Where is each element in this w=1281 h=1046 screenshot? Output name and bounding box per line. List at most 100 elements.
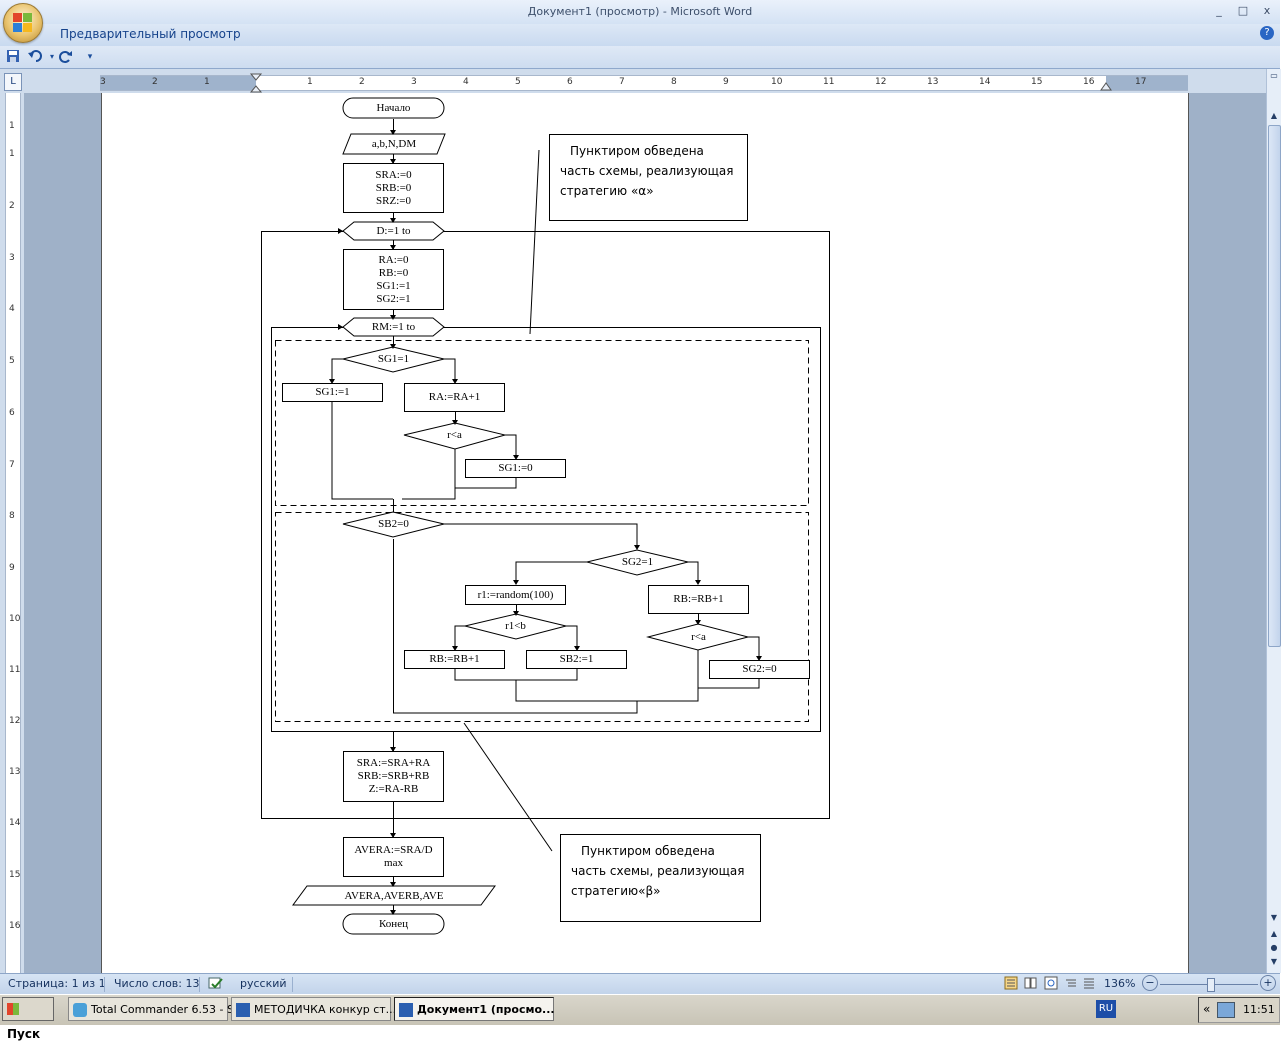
sg1-zero-block: SG1:=0 xyxy=(465,459,566,478)
sums-line: Z:=RA-RB xyxy=(368,783,419,795)
close-button[interactable]: x xyxy=(1263,4,1271,17)
ruler-label: 9 xyxy=(723,77,729,87)
ruler-label: 3 xyxy=(9,253,15,263)
task-metodichka[interactable]: МЕТОДИЧКА конкур ст... xyxy=(231,997,396,1021)
start-button[interactable]: Пуск xyxy=(2,997,54,1041)
ruler-label: 14 xyxy=(979,77,991,87)
init1-line: SRA:=0 xyxy=(375,168,412,181)
minimize-button[interactable]: _ xyxy=(1216,4,1222,17)
taskbar: Пуск Total Commander 6.53 - S... МЕТОДИЧ… xyxy=(0,994,1280,1041)
init2-line: SG1:=1 xyxy=(376,279,411,292)
task-total-commander[interactable]: Total Commander 6.53 - S... xyxy=(68,997,244,1021)
note-beta-line: часть схемы, реализующая xyxy=(571,864,745,878)
tab-selector-button[interactable]: L xyxy=(4,73,22,91)
save-icon[interactable] xyxy=(5,49,21,65)
tab-print-preview[interactable]: Предварительный просмотр xyxy=(60,27,241,41)
ruler-label: 14 xyxy=(9,818,21,828)
ra-increment-block: RA:=RA+1 xyxy=(404,383,505,412)
loop-d-label: D:=1 to xyxy=(376,224,411,237)
web-layout-icon[interactable] xyxy=(1044,976,1058,993)
total-commander-icon xyxy=(73,1003,87,1017)
note-beta-line: стратегию«β» xyxy=(571,884,661,898)
note-beta-line: Пунктиром обведена xyxy=(581,844,715,858)
init2-line: RA:=0 xyxy=(378,253,409,266)
task-document1[interactable]: Документ1 (просмо... xyxy=(394,997,555,1021)
network-icon[interactable] xyxy=(1217,1002,1235,1018)
cond-sg2-label: SG2=1 xyxy=(621,555,654,568)
system-tray: « 11:51 xyxy=(1198,997,1280,1023)
note-alpha-line: стратегию «α» xyxy=(560,184,654,198)
init-block-2: RA:=0 RB:=0 SG1:=1 SG2:=1 xyxy=(343,249,444,310)
view-ruler-toggle-icon[interactable]: ▭ xyxy=(1270,71,1278,80)
ruler-label: 3 xyxy=(100,77,106,87)
next-page-icon[interactable]: ▼ xyxy=(1270,957,1278,966)
note-alpha-line: Пунктиром обведена xyxy=(570,144,704,158)
input-label: a,b,N,DM xyxy=(371,137,417,150)
zoom-out-button[interactable]: − xyxy=(1142,975,1158,991)
rb-increment-left-block: RB:=RB+1 xyxy=(404,650,505,669)
page-count[interactable]: Страница: 1 из 1 xyxy=(8,977,106,990)
ruler-label: 6 xyxy=(9,408,15,418)
scroll-up-icon[interactable]: ▲ xyxy=(1270,111,1278,120)
maximize-button[interactable]: □ xyxy=(1237,4,1249,17)
select-browse-object-icon[interactable]: ● xyxy=(1270,943,1278,952)
loop-rm-shape xyxy=(342,317,445,337)
help-icon[interactable]: ? xyxy=(1260,26,1274,40)
ruler-label: 13 xyxy=(927,77,939,87)
proofing-icon[interactable] xyxy=(208,977,224,994)
ruler-label: 16 xyxy=(1083,77,1095,87)
right-indent-marker-icon[interactable] xyxy=(1100,79,1112,91)
print-layout-view-icon[interactable] xyxy=(1004,976,1018,993)
init1-line: SRZ:=0 xyxy=(376,194,411,207)
full-screen-reading-icon[interactable] xyxy=(1024,976,1038,993)
word-count[interactable]: Число слов: 13 xyxy=(114,977,200,990)
undo-icon[interactable] xyxy=(27,49,43,65)
previous-page-icon[interactable]: ▲ xyxy=(1270,929,1278,938)
show-hidden-icons-button[interactable]: « xyxy=(1203,1002,1211,1016)
language-indicator[interactable]: русский xyxy=(240,977,287,990)
vertical-scrollbar[interactable]: ▭ ▲ ▼ ▲ ● ▼ xyxy=(1266,69,1281,973)
ruler-label: 9 xyxy=(9,563,15,573)
zoom-level[interactable]: 136% xyxy=(1104,977,1136,990)
word-document-icon xyxy=(236,1003,250,1017)
indent-marker-icon[interactable] xyxy=(249,73,263,93)
r1-random-block: r1:=random(100) xyxy=(465,585,566,605)
office-button[interactable] xyxy=(3,3,43,43)
document-page: Начало a,b,N,DM SRA:=0 SRB:=0 SRZ:=0 D:=… xyxy=(101,93,1189,973)
average-block: AVERA:=SRA/D max xyxy=(343,837,444,877)
scroll-down-icon[interactable]: ▼ xyxy=(1270,913,1278,922)
outline-view-icon[interactable] xyxy=(1064,976,1078,993)
ruler-label: 7 xyxy=(9,460,15,470)
note-beta: Пунктиром обведена часть схемы, реализую… xyxy=(560,834,761,922)
task-label: МЕТОДИЧКА конкур ст... xyxy=(254,1003,397,1016)
init1-line: SRB:=0 xyxy=(375,181,412,194)
undo-dropdown-icon[interactable]: ▾ xyxy=(49,52,54,61)
avg-line: max xyxy=(384,857,403,869)
customize-qat-button[interactable]: ▾ xyxy=(87,52,93,62)
ruler-label: 12 xyxy=(875,77,887,87)
ruler-label: 1 xyxy=(9,149,15,159)
output-label: AVERA,AVERB,AVE xyxy=(344,889,444,902)
rb-increment-right-block: RB:=RB+1 xyxy=(648,585,749,614)
input-parallelogram xyxy=(342,133,446,155)
ruler-label: 16 xyxy=(9,921,21,931)
ruler-label: 1 xyxy=(307,77,313,87)
ruler-label: 2 xyxy=(152,77,158,87)
word-document-icon xyxy=(399,1003,413,1017)
zoom-slider-thumb[interactable] xyxy=(1207,978,1215,992)
zoom-in-button[interactable]: + xyxy=(1260,975,1276,991)
scroll-thumb[interactable] xyxy=(1268,125,1281,647)
clock[interactable]: 11:51 xyxy=(1243,1003,1275,1016)
draft-view-icon[interactable] xyxy=(1082,976,1096,993)
redo-icon[interactable] xyxy=(58,49,74,65)
ruler-label: 1 xyxy=(9,121,15,131)
sb2-set-block: SB2:=1 xyxy=(526,650,627,669)
start-terminal: Начало xyxy=(376,101,411,114)
ruler-label: 8 xyxy=(671,77,677,87)
loop-rm-label: RM:=1 to xyxy=(371,320,416,333)
init2-line: RB:=0 xyxy=(378,266,409,279)
language-bar[interactable]: RU xyxy=(1096,1000,1116,1018)
ruler-label: 5 xyxy=(9,356,15,366)
